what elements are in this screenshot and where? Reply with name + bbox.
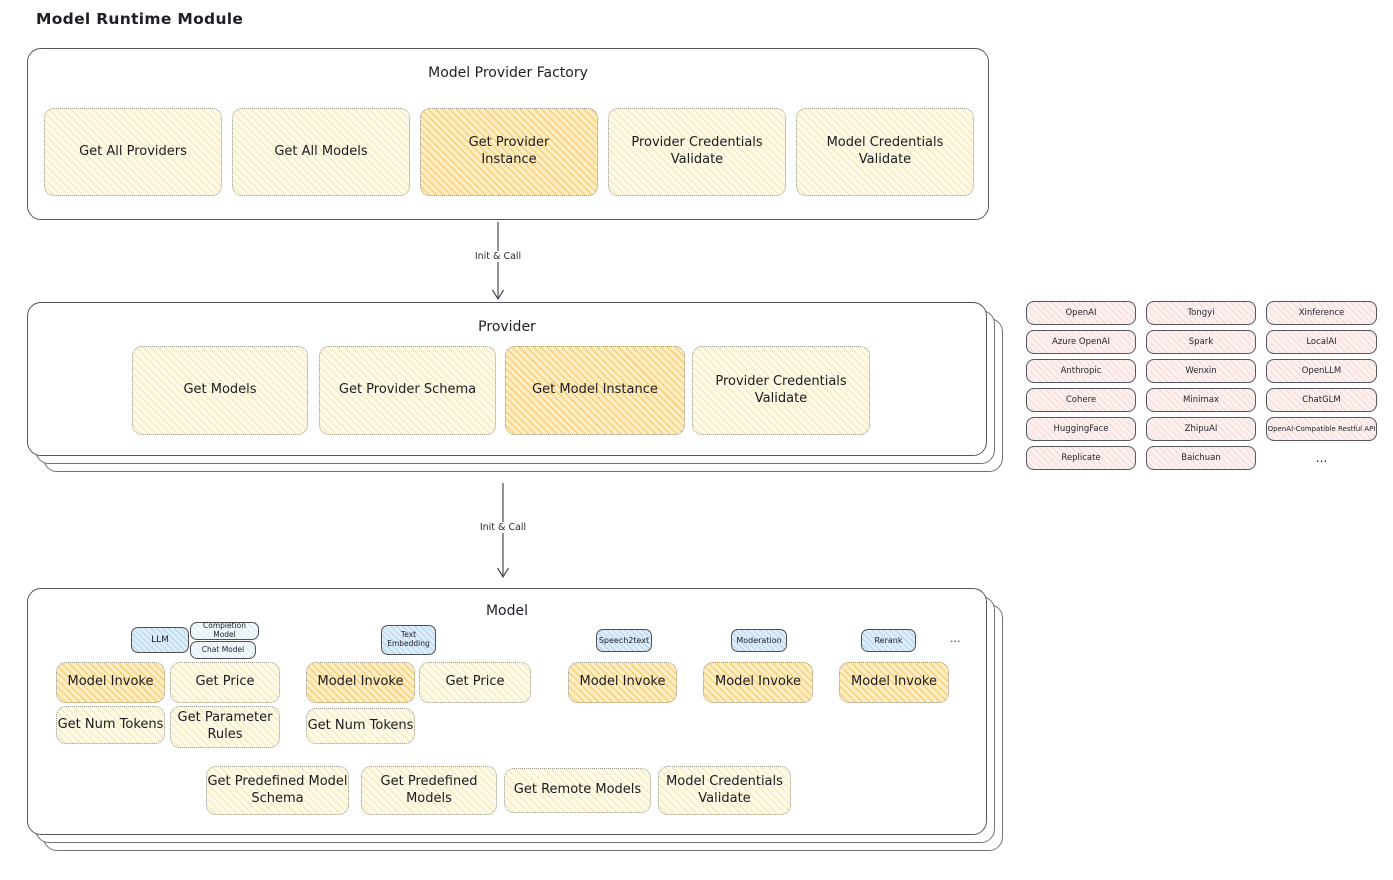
- connector1-label: Init & Call: [469, 251, 527, 262]
- model-get-predefined-model-schema-button: Get Predefined Model Schema: [206, 766, 349, 815]
- model-tag-text-embedding: Text Embedding: [381, 625, 436, 655]
- provider-item-huggingface: HuggingFace: [1026, 417, 1136, 441]
- model-model-credentials-validate-button: Model Credentials Validate: [658, 766, 791, 815]
- provider-item-baichuan: Baichuan: [1146, 446, 1256, 470]
- provider-item-openai: OpenAI: [1026, 301, 1136, 325]
- model-title: Model: [485, 603, 529, 619]
- model-speech2text-model-invoke-button: Model Invoke: [568, 662, 677, 703]
- model-llm-get-num-tokens-button: Get Num Tokens: [56, 706, 165, 744]
- provider-box: Provider Get Models Get Provider Schema …: [27, 302, 987, 456]
- provider-item-spark: Spark: [1146, 330, 1256, 354]
- factory-button-get-provider-instance: Get Provider Instance: [420, 108, 598, 196]
- factory-button-model-credentials-validate: Model Credentials Validate: [796, 108, 974, 196]
- model-text-embedding-get-num-tokens-button: Get Num Tokens: [306, 708, 415, 744]
- provider-item-chatglm: ChatGLM: [1266, 388, 1377, 412]
- provider-item-anthropic: Anthropic: [1026, 359, 1136, 383]
- provider-item-cohere: Cohere: [1026, 388, 1136, 412]
- provider-title: Provider: [478, 319, 536, 335]
- provider-item-wenxin: Wenxin: [1146, 359, 1256, 383]
- model-tag-rerank: Rerank: [861, 629, 916, 652]
- factory-title: Model Provider Factory: [428, 65, 588, 81]
- provider-item-openllm: OpenLLM: [1266, 359, 1377, 383]
- model-moderation-model-invoke-button: Model Invoke: [703, 662, 813, 703]
- provider-item-minimax: Minimax: [1146, 388, 1256, 412]
- model-tags-ellipsis: ...: [950, 632, 961, 645]
- provider-list: OpenAI Tongyi Xinference Azure OpenAI Sp…: [1026, 301, 1377, 470]
- provider-item-replicate: Replicate: [1026, 446, 1136, 470]
- provider-item-openai-compatible-restful-api: OpenAI-Compatible Restful API: [1266, 417, 1377, 441]
- model-rerank-model-invoke-button: Model Invoke: [839, 662, 949, 703]
- factory-box: Model Provider Factory Get All Providers…: [27, 48, 989, 220]
- factory-button-get-all-models: Get All Models: [232, 108, 410, 196]
- arrow-down-icon: [491, 222, 505, 301]
- provider-button-get-models: Get Models: [132, 346, 308, 435]
- model-get-remote-models-button: Get Remote Models: [504, 768, 651, 813]
- provider-item-zhipuai: ZhipuAI: [1146, 417, 1256, 441]
- provider-item-localai: LocalAI: [1266, 330, 1377, 354]
- provider-item-xinference: Xinference: [1266, 301, 1377, 325]
- provider-button-get-provider-schema: Get Provider Schema: [319, 346, 496, 435]
- model-text-embedding-get-price-button: Get Price: [419, 662, 531, 703]
- provider-button-provider-credentials-validate: Provider Credentials Validate: [692, 346, 870, 435]
- page-title: Model Runtime Module: [36, 10, 244, 28]
- model-tag-moderation: Moderation: [731, 629, 787, 652]
- model-tag-completion-model: Completion Model: [190, 622, 259, 640]
- model-box: Model LLM Completion Model Chat Model Te…: [27, 588, 987, 835]
- factory-button-provider-credentials-validate: Provider Credentials Validate: [608, 108, 786, 196]
- provider-item-tongyi: Tongyi: [1146, 301, 1256, 325]
- model-llm-get-parameter-rules-button: Get Parameter Rules: [170, 706, 280, 748]
- model-tag-speech2text: Speech2text: [596, 629, 652, 652]
- model-llm-get-price-button: Get Price: [170, 662, 280, 703]
- model-tag-llm: LLM: [131, 627, 189, 653]
- connector2-label: Init & Call: [474, 522, 532, 533]
- provider-list-ellipsis: ...: [1315, 451, 1328, 465]
- factory-button-get-all-providers: Get All Providers: [44, 108, 222, 196]
- model-tag-chat-model: Chat Model: [190, 641, 256, 659]
- model-text-embedding-model-invoke-button: Model Invoke: [306, 662, 415, 703]
- provider-button-get-model-instance: Get Model Instance: [505, 346, 685, 435]
- model-get-predefined-models-button: Get Predefined Models: [361, 766, 497, 815]
- model-llm-model-invoke-button: Model Invoke: [56, 662, 165, 703]
- provider-item-azure-openai: Azure OpenAI: [1026, 330, 1136, 354]
